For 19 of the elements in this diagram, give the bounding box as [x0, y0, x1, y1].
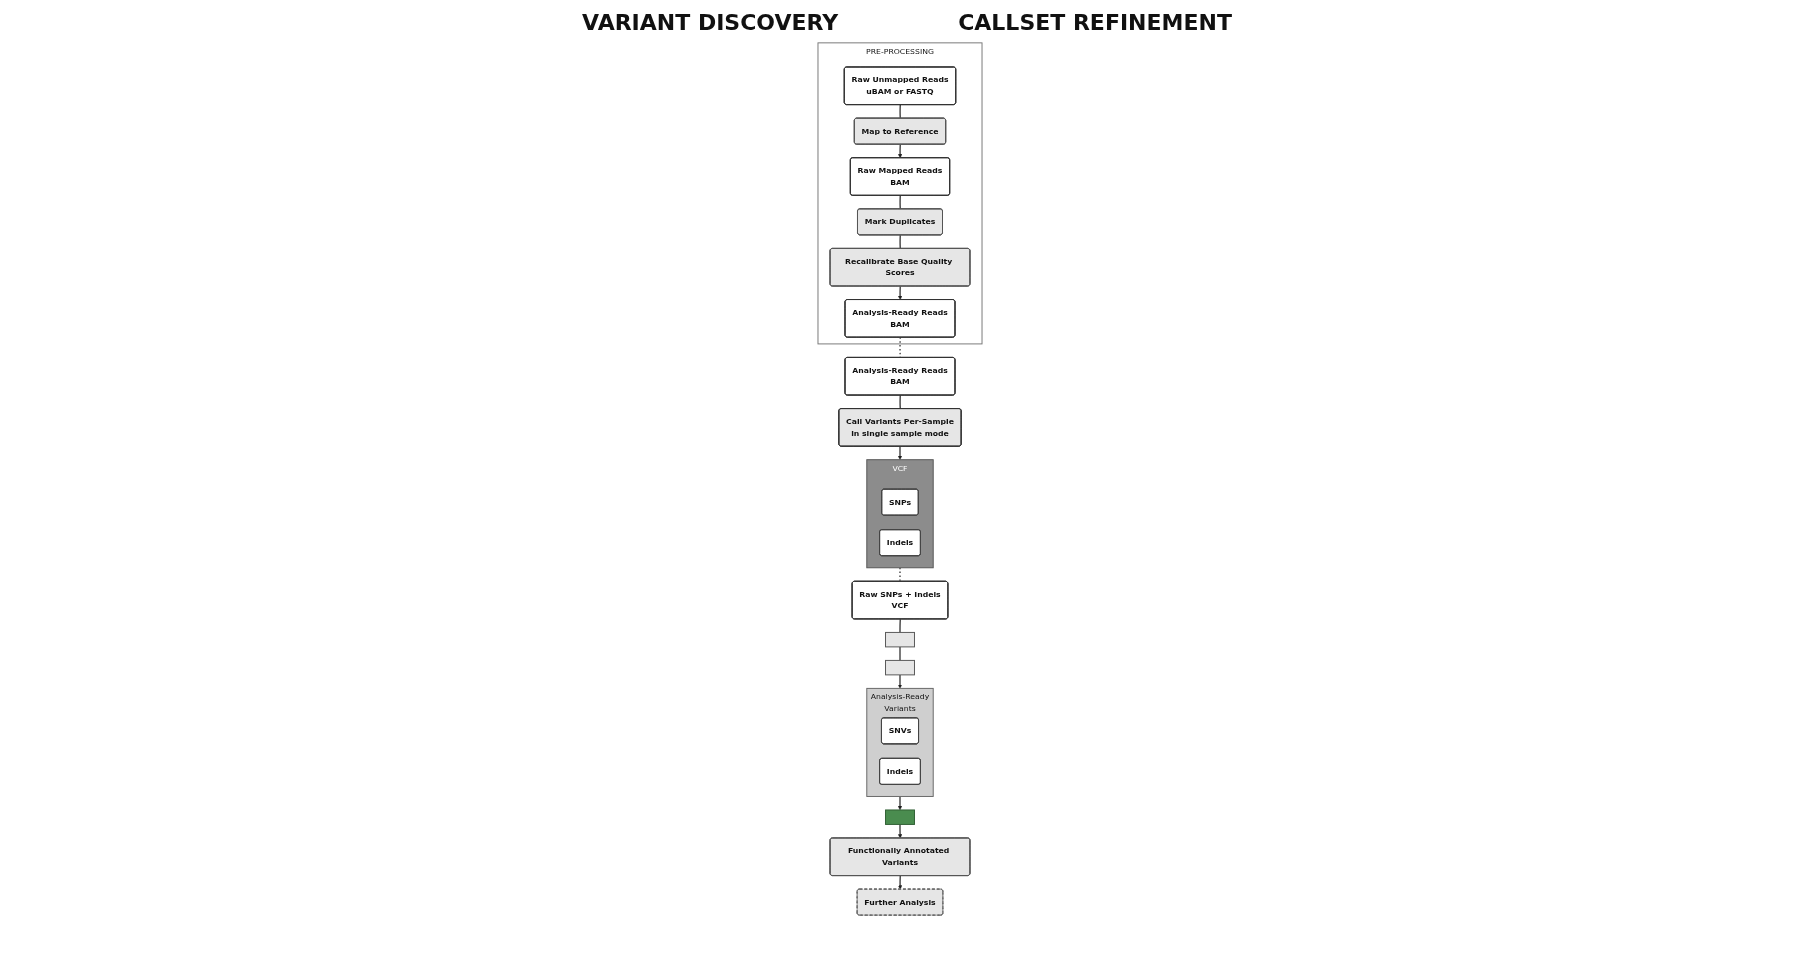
- arrow: [897, 674, 903, 689]
- arrow: [898, 143, 903, 159]
- arrow: [898, 823, 903, 839]
- section-heading: CALLSET REFINEMENT: [958, 10, 1232, 35]
- connector: [899, 394, 901, 410]
- arrow: [897, 795, 903, 811]
- connector: [899, 234, 901, 250]
- node-box: [885, 631, 915, 648]
- connector: [899, 194, 901, 210]
- connector: [899, 104, 901, 119]
- arrow: [898, 875, 903, 890]
- connector: [899, 646, 901, 661]
- connector: [899, 618, 901, 634]
- node-box: [885, 659, 915, 676]
- node-box: [885, 809, 915, 825]
- arrow: [898, 285, 903, 300]
- section-heading: VARIANT DISCOVERY: [582, 10, 839, 35]
- arrow: [897, 445, 903, 460]
- connector: [899, 567, 901, 582]
